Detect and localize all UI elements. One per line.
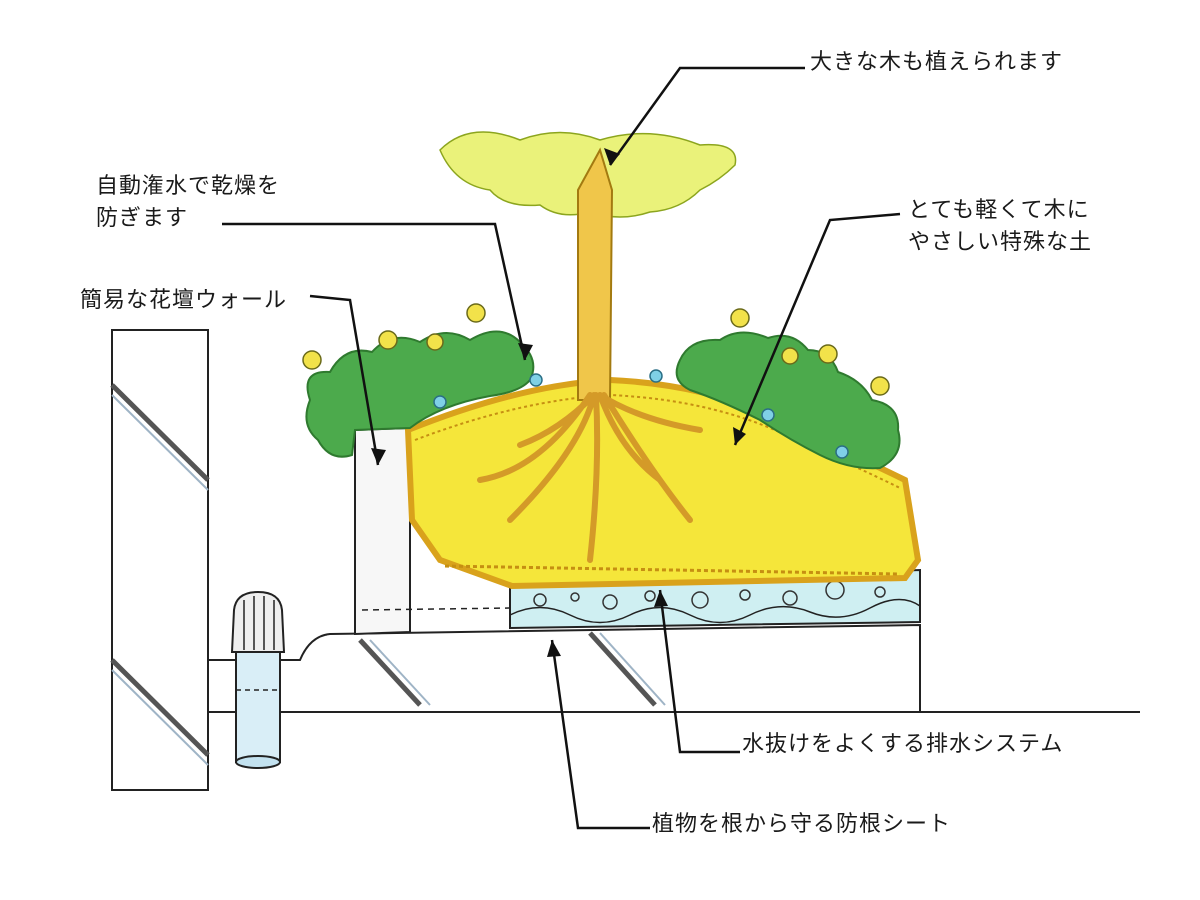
label-drainage: 水抜けをよくする排水システム [742, 732, 1064, 757]
parapet-wall [110, 329, 210, 791]
label-auto-watering-line1: 自動潅水で乾燥を [96, 174, 281, 199]
label-root-sheet: 植物を根から守る防根シート [652, 812, 952, 837]
planter-wall [354, 426, 513, 636]
label-large-tree: 大きな木も植えられます [810, 50, 1064, 75]
label-soft-soil-line1: とても軽くて木に [908, 198, 1090, 223]
roof-slab [207, 623, 1140, 713]
tree-icon [439, 131, 737, 563]
flower-icon [302, 303, 890, 396]
label-auto-watering-line2: 防ぎます [96, 206, 189, 231]
water-drop-icon [433, 369, 849, 459]
leader-lines [222, 66, 901, 830]
label-planter-wall: 簡易な花壇ウォール [80, 288, 288, 313]
drain-pipe-icon [230, 590, 286, 769]
arrowheads [371, 148, 746, 657]
label-soft-soil-line2: やさしい特殊な土 [908, 230, 1093, 255]
